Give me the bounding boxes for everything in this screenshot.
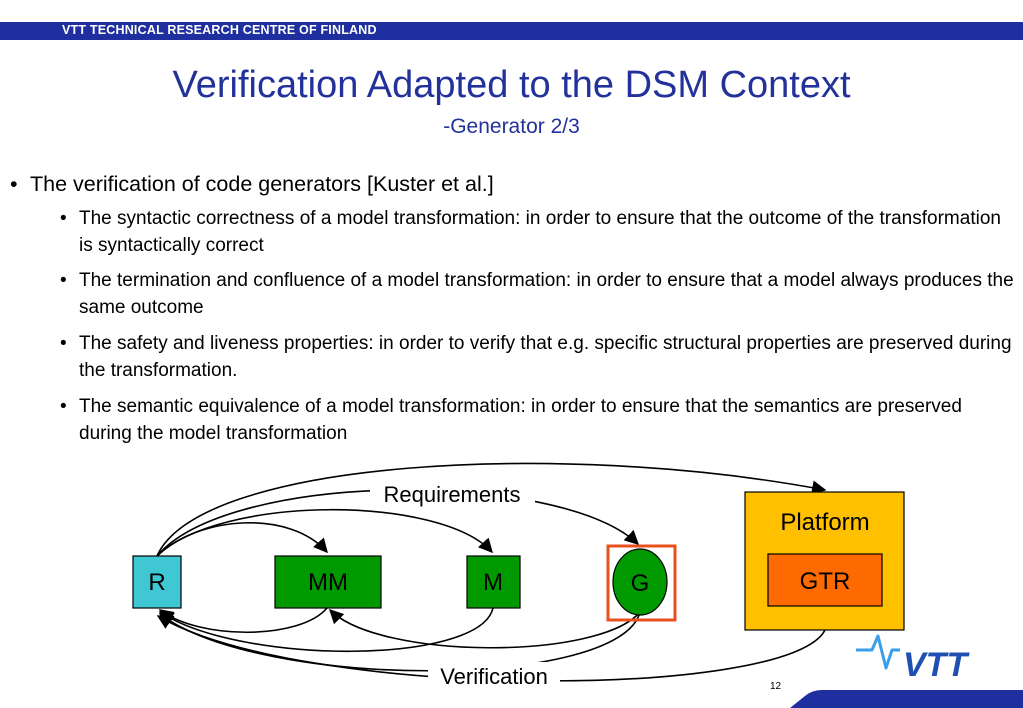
footer-corner-shape bbox=[790, 690, 1023, 708]
arc-g-to-mm bbox=[328, 608, 641, 649]
bullet-dot: • bbox=[60, 333, 67, 354]
bullet-dot: • bbox=[60, 208, 67, 229]
bullet-dot: • bbox=[60, 396, 67, 417]
node-r bbox=[132, 555, 182, 609]
node-platform-label: Platform bbox=[780, 509, 869, 536]
sub-bullet-text: The safety and liveness properties: in o… bbox=[79, 333, 1012, 381]
bullet-dot: • bbox=[60, 270, 67, 291]
sub-bullet-text: The semantic equivalence of a model tran… bbox=[79, 396, 962, 444]
slide-title: Verification Adapted to the DSM Context bbox=[172, 64, 851, 106]
node-gtr bbox=[767, 553, 883, 607]
node-r-label: R bbox=[148, 569, 165, 596]
bullet-main-text: The verification of code generators [Kus… bbox=[30, 172, 494, 196]
sub-bullet-text: The syntactic correctness of a model tra… bbox=[79, 208, 1001, 256]
slide-number: 12 bbox=[770, 681, 782, 692]
node-m-label: M bbox=[483, 569, 503, 596]
slide-subtitle: -Generator 2/3 bbox=[443, 115, 580, 138]
verification-label-bg bbox=[428, 662, 560, 688]
verification-label: Verification bbox=[440, 664, 548, 689]
logo-wave-icon bbox=[856, 634, 900, 670]
arc-mm-to-r bbox=[158, 607, 328, 634]
header-bar: VTT TECHNICAL RESEARCH CENTRE OF FINLAND bbox=[0, 22, 1023, 40]
node-g bbox=[612, 548, 668, 616]
organization-name: VTT TECHNICAL RESEARCH CENTRE OF FINLAND bbox=[62, 23, 377, 37]
logo-text: VTT bbox=[903, 646, 970, 684]
node-mm-label: MM bbox=[308, 569, 348, 596]
bullet-dot: • bbox=[10, 172, 18, 196]
node-gtr-label: GTR bbox=[800, 568, 851, 595]
arc-r-to-platform bbox=[156, 462, 827, 557]
node-g-label: G bbox=[631, 570, 650, 597]
node-m bbox=[466, 555, 521, 609]
sub-bullet-text: The termination and confluence of a mode… bbox=[79, 270, 1014, 318]
arc-r-to-m bbox=[156, 508, 493, 557]
requirements-label-bg bbox=[370, 480, 535, 506]
node-mm bbox=[274, 555, 382, 609]
requirements-label: Requirements bbox=[384, 482, 521, 507]
arc-m-to-r bbox=[158, 607, 494, 653]
node-g-highlight bbox=[606, 544, 677, 622]
